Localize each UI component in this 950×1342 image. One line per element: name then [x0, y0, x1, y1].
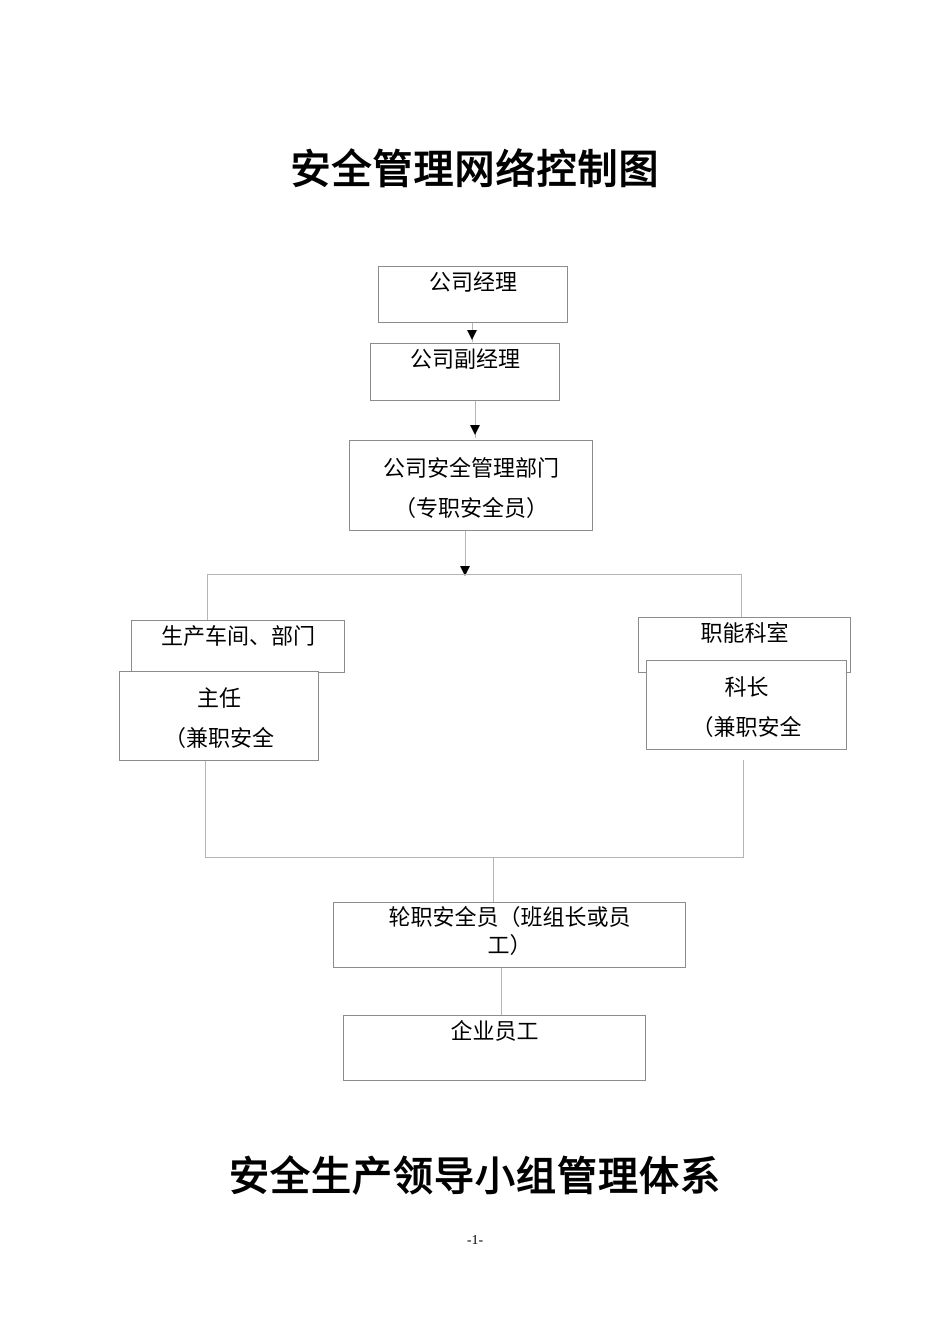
node-label: 轮职安全员（班组长或员 — [388, 906, 631, 931]
connector-merge-rotating — [493, 857, 494, 902]
page-number: -1- — [466, 1233, 484, 1248]
node-employees: 企业员工 — [343, 1015, 646, 1081]
connector-safety-branch — [465, 530, 466, 574]
node-label: 职能科室 — [700, 622, 789, 647]
arrow-down-icon — [470, 425, 480, 435]
node-deputy-manager: 公司副经理 — [370, 343, 560, 401]
node-label: （专职安全员） — [393, 497, 548, 522]
branch-horizontal-top — [207, 574, 741, 575]
node-label: 生产车间、部门 — [160, 625, 315, 650]
node-rotating-safety-officer: 轮职安全员（班组长或员 工） — [333, 902, 686, 968]
node-label: 工） — [487, 934, 532, 959]
node-label: 公司副经理 — [409, 348, 520, 373]
node-label: 公司安全管理部门 — [382, 457, 559, 482]
page-title: 安全管理网络控制图 — [290, 146, 660, 193]
connector-rotating-employees — [501, 967, 502, 1015]
node-safety-department: 公司安全管理部门 （专职安全员） — [349, 440, 593, 531]
merge-right-up — [743, 760, 744, 857]
node-director: 主任 （兼职安全 — [119, 671, 319, 761]
branch-left-down — [207, 574, 208, 620]
node-label: 主任 — [196, 687, 241, 712]
node-label: （兼职安全 — [691, 716, 802, 741]
connector-deputy-safety — [475, 400, 476, 438]
branch-right-down — [741, 574, 742, 618]
node-workshop: 生产车间、部门 — [131, 620, 345, 673]
node-label: （兼职安全 — [163, 727, 274, 752]
node-label: 公司经理 — [428, 271, 517, 296]
node-label: 科长 — [724, 676, 769, 701]
node-company-manager: 公司经理 — [378, 266, 568, 323]
node-label: 企业员工 — [450, 1020, 539, 1045]
merge-horizontal-bottom — [205, 857, 744, 858]
node-section-chief: 科长 （兼职安全 — [646, 660, 847, 750]
arrow-down-icon — [460, 566, 470, 576]
arrow-down-icon — [467, 330, 477, 340]
merge-left-up — [205, 760, 206, 857]
section-title: 安全生产领导小组管理体系 — [229, 1153, 721, 1200]
